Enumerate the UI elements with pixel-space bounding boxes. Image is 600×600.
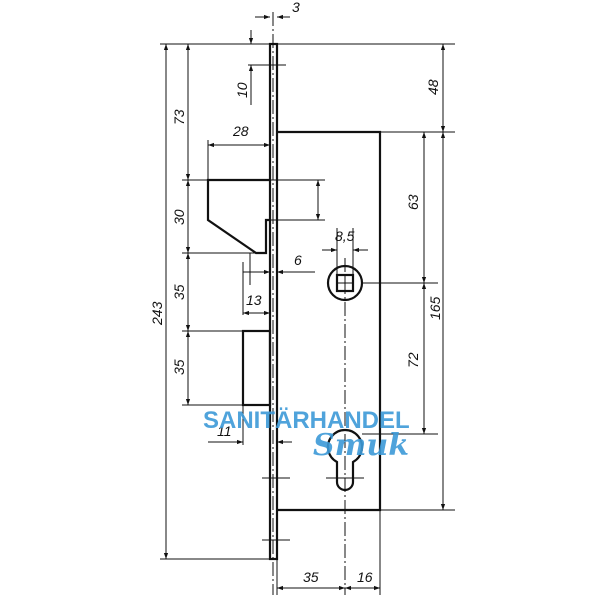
latch-bolt xyxy=(206,178,270,255)
dim-top-offset: 10 xyxy=(234,82,250,98)
dim-total-height: 243 xyxy=(149,301,165,326)
dimension-lines xyxy=(163,14,446,591)
dimension-labels: 3 10 73 28 30 35 243 35 13 6 11 8,5 48 6… xyxy=(149,0,443,585)
dim-latch-depth: 6 xyxy=(294,252,302,268)
dim-latch-projection: 28 xyxy=(232,123,249,139)
lock-case xyxy=(277,130,382,512)
dim-bolt-depth: 11 xyxy=(217,423,232,439)
watermark-line1: SANITÄRHANDEL xyxy=(203,407,410,434)
dim-spindle-from-case-top: 63 xyxy=(405,194,421,210)
dim-case-height: 165 xyxy=(427,296,443,320)
dim-faceplate-thickness: 3 xyxy=(292,0,300,15)
center-lines xyxy=(248,12,346,595)
watermark-line2: Smuk xyxy=(313,428,409,463)
dim-case-top-offset: 48 xyxy=(425,79,441,95)
dim-cylinder-offset: 16 xyxy=(357,569,373,585)
dim-spindle-square: 8,5 xyxy=(335,228,355,244)
extension-lines xyxy=(160,43,455,595)
dim-latch-to-bolt: 35 xyxy=(171,284,187,300)
dim-bolt-projection: 13 xyxy=(246,292,262,308)
dim-latch-height: 30 xyxy=(171,209,187,225)
dim-backset: 35 xyxy=(303,569,319,585)
dim-latch-to-top: 73 xyxy=(171,109,187,125)
dim-spindle-to-cylinder: 72 xyxy=(405,352,421,368)
dead-bolt xyxy=(241,329,272,407)
dim-bolt-height: 35 xyxy=(171,359,187,375)
watermark: SANITÄRHANDEL Smuk xyxy=(203,407,410,463)
